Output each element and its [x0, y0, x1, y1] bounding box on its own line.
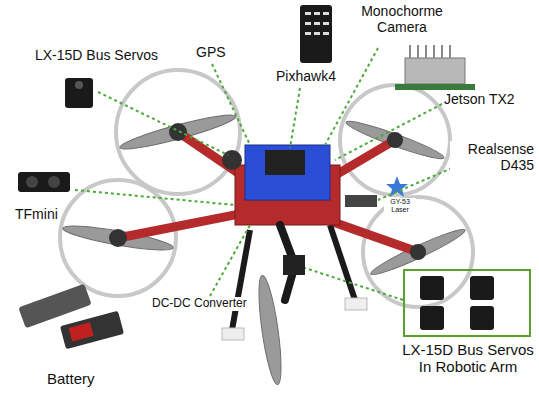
part-label: LX-15D Bus Servos In Robotic Arm [400, 341, 536, 376]
part-label: DC-DC Converter [150, 297, 249, 311]
part-label: Pixhawk4 [274, 68, 338, 84]
part-label: Monochorme Camera [348, 3, 456, 35]
part-label: Battery [45, 370, 97, 387]
part-label: LX-15D Bus Servos [33, 47, 160, 63]
part-label: GY-53 Laser [384, 198, 416, 214]
part-label: Realsense D435 [450, 141, 536, 173]
part-label: TFmini [13, 206, 60, 222]
part-label: Jetson TX2 [442, 91, 517, 107]
part-label: GPS [194, 44, 228, 60]
